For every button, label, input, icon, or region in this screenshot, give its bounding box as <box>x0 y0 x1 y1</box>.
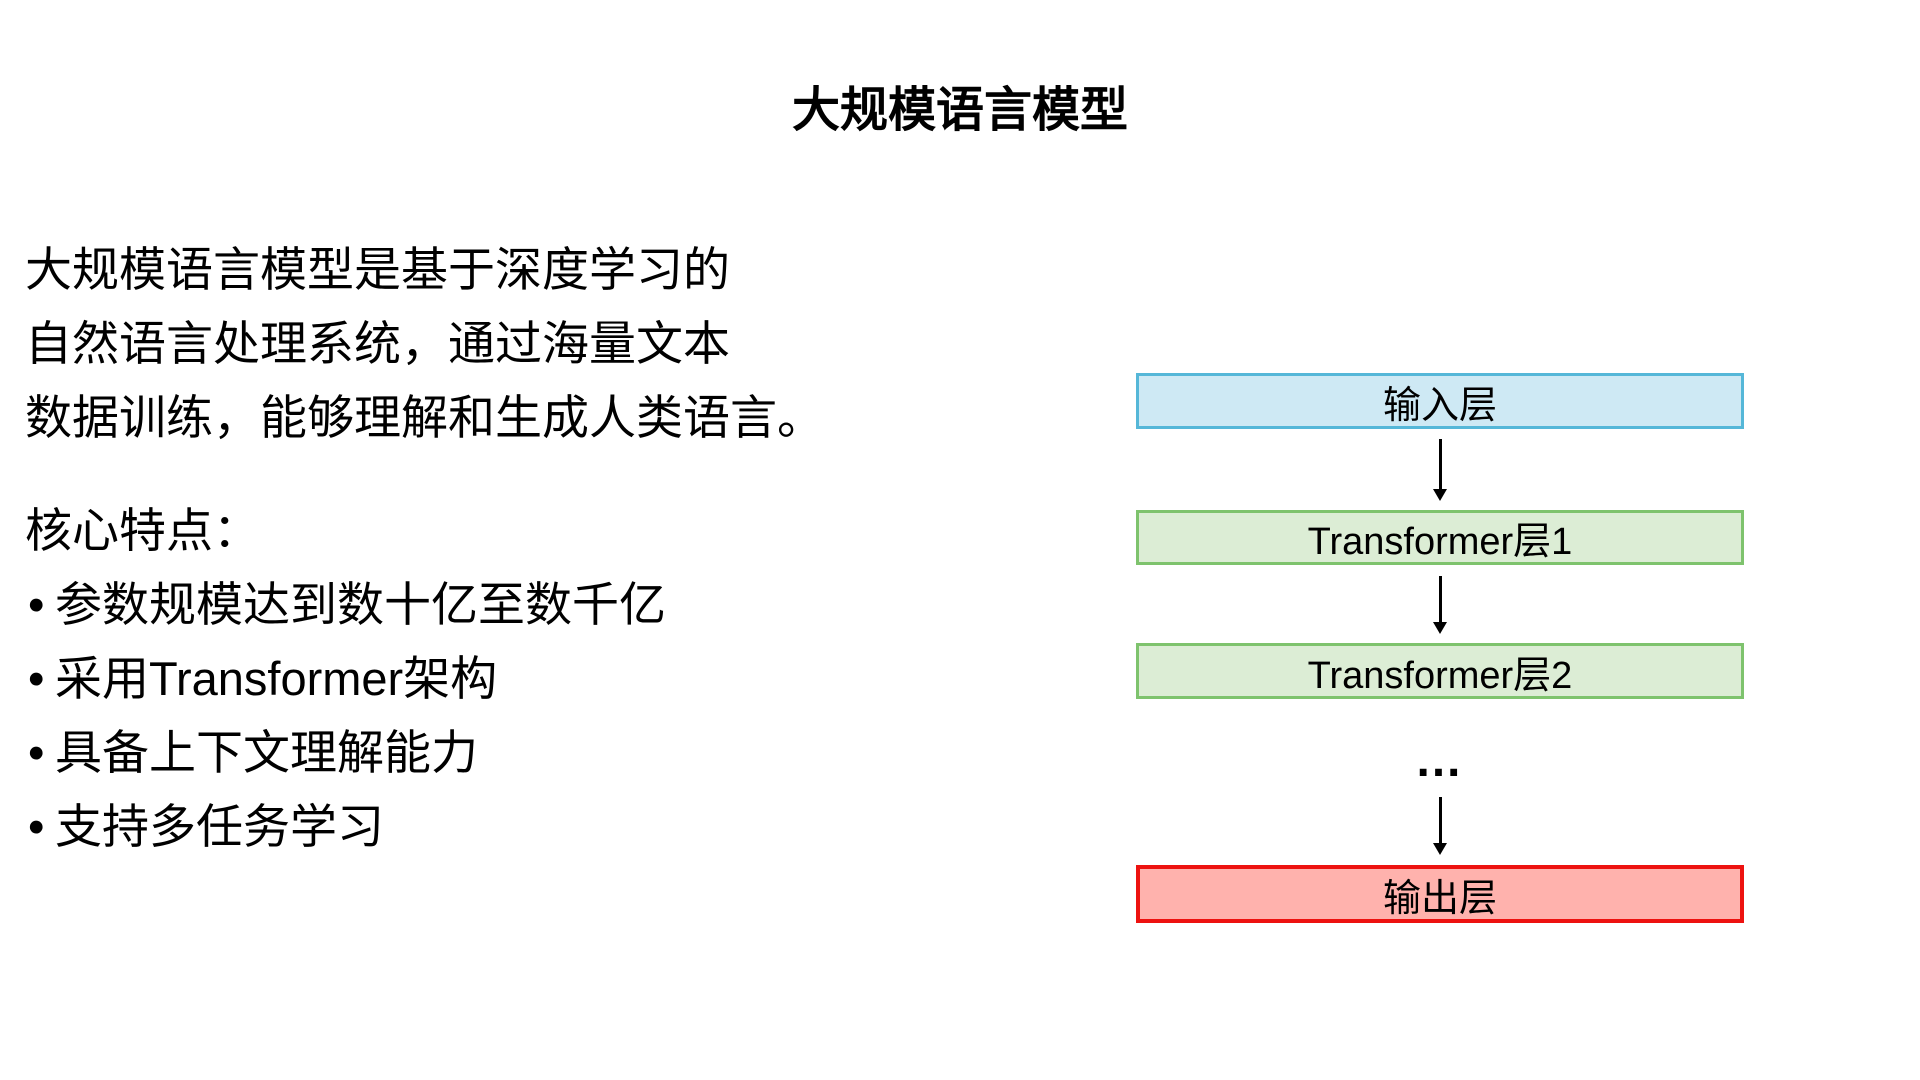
arrow-shaft <box>1438 576 1442 622</box>
ellipsis-label: … <box>1414 734 1466 787</box>
intro-line: 数据训练，能够理解和生成人类语言。 <box>25 391 824 444</box>
page-title: 大规模语言模型 <box>791 84 1128 137</box>
model-architecture-diagram: 输入层 Transformer层1 Transformer层2 … 输出层 <box>1136 373 1744 933</box>
flow-arrow-down-icon <box>1433 797 1447 855</box>
flow-arrow-down-icon <box>1433 439 1447 501</box>
node-output-layer-label: 输出层 <box>1382 877 1497 920</box>
feature-item: 支持多任务学习 <box>28 790 785 864</box>
flow-arrow-down-icon <box>1433 576 1447 634</box>
feature-item: 采用Transformer架构 <box>28 642 785 716</box>
arrow-head <box>1433 489 1447 501</box>
arrow-head <box>1433 622 1447 634</box>
node-transformer-layer-1: Transformer层1 <box>1136 510 1744 565</box>
features-list: 参数规模达到数十亿至数千亿 采用Transformer架构 具备上下文理解能力 … <box>25 568 785 864</box>
node-transformer-layer-1-label: Transformer层1 <box>1307 521 1573 563</box>
intro-line: 大规模语言模型是基于深度学习的 <box>25 243 730 296</box>
feature-item-label: 支持多任务学习 <box>55 800 384 853</box>
features-heading: 核心特点： <box>25 504 260 557</box>
intro-text-block: 大规模语言模型是基于深度学习的 自然语言处理系统，通过海量文本 数据训练，能够理… <box>25 233 824 864</box>
node-output-layer: 输出层 <box>1136 865 1744 923</box>
feature-item-label: 具备上下文理解能力 <box>55 726 478 779</box>
arrow-head <box>1433 843 1447 855</box>
node-input-layer: 输入层 <box>1136 373 1744 429</box>
feature-item-label: 采用Transformer架构 <box>55 652 498 705</box>
node-transformer-layer-2: Transformer层2 <box>1136 643 1744 699</box>
arrow-shaft <box>1438 797 1442 843</box>
node-input-layer-label: 输入层 <box>1382 384 1497 427</box>
feature-item: 具备上下文理解能力 <box>28 716 785 790</box>
feature-item-label: 参数规模达到数十亿至数千亿 <box>55 578 666 631</box>
intro-line: 自然语言处理系统，通过海量文本 <box>25 317 730 370</box>
arrow-shaft <box>1438 439 1442 489</box>
node-transformer-layer-2-label: Transformer层2 <box>1307 654 1573 697</box>
feature-item: 参数规模达到数十亿至数千亿 <box>28 568 785 642</box>
